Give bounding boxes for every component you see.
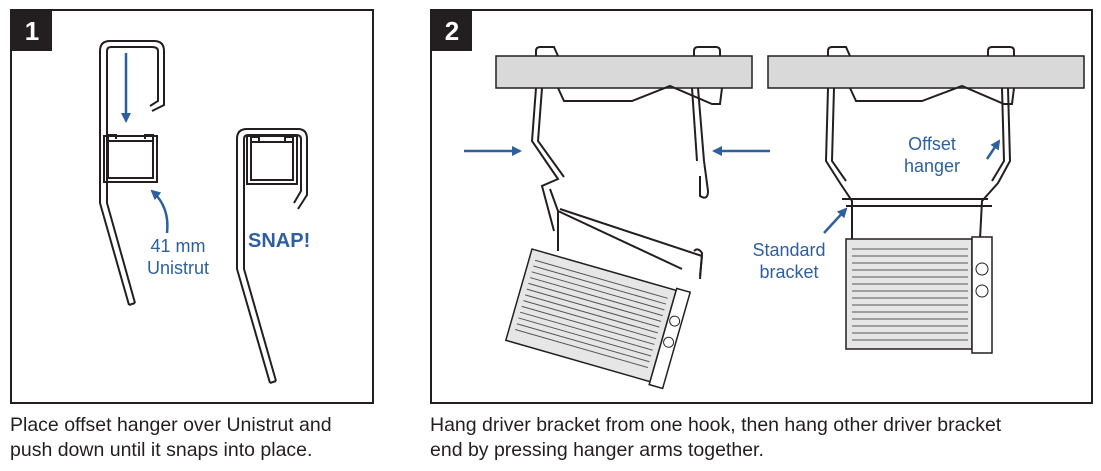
step-number-badge: 2 [432, 11, 472, 51]
step-1-caption-line-2: push down until it snaps into place. [10, 439, 313, 461]
offset-hanger-after [236, 128, 308, 384]
right-offset-hanger [824, 46, 1015, 240]
right-driver-unit [845, 236, 993, 354]
standard-bracket-text-1: Standard [752, 240, 826, 260]
step-1-panel: 1 41 mm Unistrut [10, 9, 374, 404]
offset-hanger-pointer-arrow [985, 139, 1001, 160]
step-1-illustration [99, 40, 308, 384]
step-1-caption-line-1: Place offset hanger over Unistrut and [10, 414, 332, 436]
offset-hanger-text-1: Offset [908, 134, 956, 154]
step-1-caption: Place offset hanger over Unistrut and pu… [10, 413, 380, 463]
unistrut-name-text: Unistrut [146, 258, 209, 278]
unistrut-pointer-arrow [150, 189, 169, 234]
step-2-caption-line-2: end by pressing hanger arms together. [430, 439, 764, 461]
step-2-panel: 2 [430, 9, 1093, 404]
step-number-badge: 1 [12, 11, 52, 51]
offset-hanger-before [99, 40, 165, 306]
offset-hanger-label: Offset hanger [890, 133, 974, 177]
offset-hanger-text-2: hanger [903, 156, 961, 176]
unistrut-right [767, 55, 1085, 89]
step-2-caption-line-1: Hang driver bracket from one hook, then … [430, 414, 1002, 436]
snap-label: SNAP! [248, 230, 311, 252]
standard-bracket-text-2: bracket [759, 262, 819, 282]
standard-bracket-pointer-arrow [823, 207, 848, 234]
unistrut-left [495, 55, 753, 89]
step-2-illustration [464, 46, 1085, 390]
unistrut-label: 41 mm Unistrut [138, 235, 218, 279]
standard-bracket-label: Standard bracket [744, 239, 834, 283]
left-driver-unit [504, 248, 692, 390]
step-2-caption: Hang driver bracket from one hook, then … [430, 413, 1095, 463]
unistrut-size-text: 41 mm [150, 236, 206, 256]
left-driver-bracket [549, 188, 704, 280]
left-offset-hanger [530, 46, 723, 232]
